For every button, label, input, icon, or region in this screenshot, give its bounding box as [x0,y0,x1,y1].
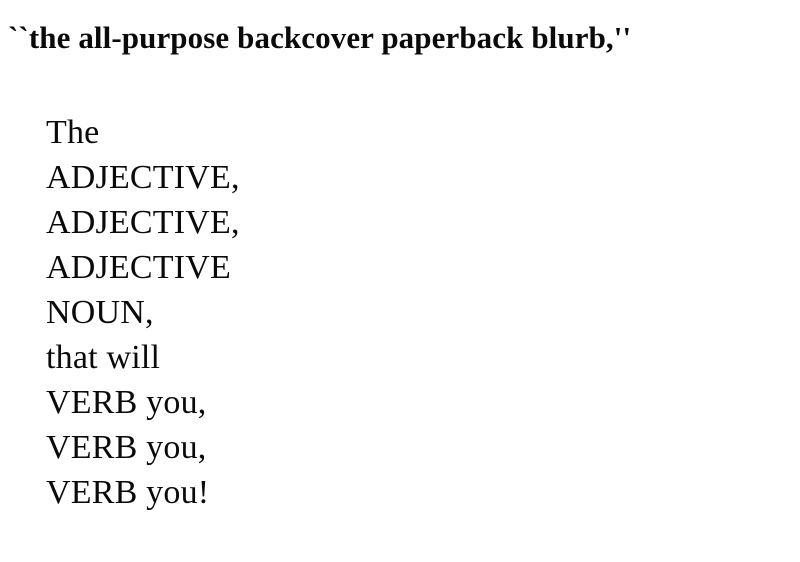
verse-line: NOUN, [46,294,154,331]
verse-block: The ADJECTIVE, ADJECTIVE, ADJECTIVE NOUN… [46,110,746,515]
verse-line: VERB you, [46,384,207,421]
verse-line: ADJECTIVE [46,249,231,286]
verse-line: that will [46,339,161,376]
verse-line: The [46,114,100,151]
verse-line: ADJECTIVE, [46,159,240,196]
verse-line: VERB you! [46,474,210,511]
page-title: ``the all-purpose backcover paperback bl… [8,20,632,55]
verse-line: VERB you, [46,429,207,466]
verse-line: ADJECTIVE, [46,204,240,241]
